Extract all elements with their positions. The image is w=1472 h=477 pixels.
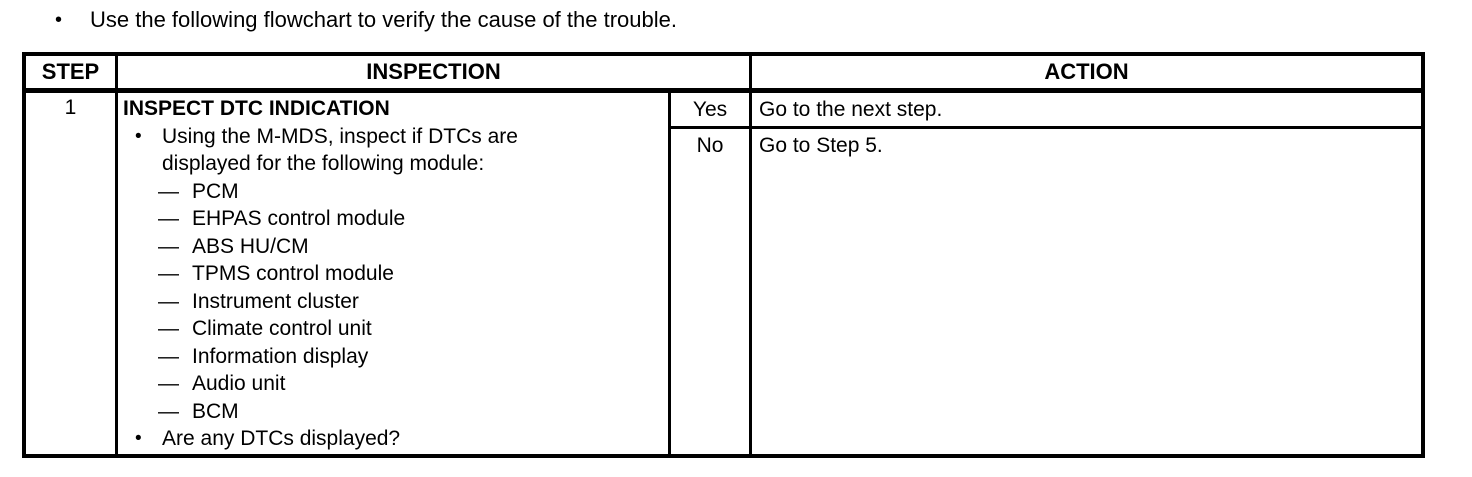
inspection-bullet-item: • Are any DTCs displayed? — [123, 425, 662, 453]
module-list-item: — PCM — [158, 178, 662, 206]
module-list-item: — BCM — [158, 398, 662, 426]
module-list-item: — Climate control unit — [158, 315, 662, 343]
module-list-item: — Instrument cluster — [158, 288, 662, 316]
table-header-row: STEP INSPECTION ACTION — [26, 56, 1421, 93]
manual-page: • Use the following flowchart to verify … — [0, 7, 1472, 477]
troubleshooting-table: STEP INSPECTION ACTION 1 INSPECT DTC IND… — [22, 52, 1425, 458]
dash-icon: — — [158, 234, 179, 258]
dash-icon: — — [158, 207, 179, 230]
dash-icon: — — [158, 262, 179, 285]
col-header-inspection: INSPECTION — [118, 56, 752, 88]
step-number: 1 — [26, 93, 118, 454]
bullet-icon: • — [135, 428, 142, 449]
inspection-question: Are any DTCs displayed? — [162, 427, 401, 450]
branches-section: Yes Go to the next step. No Go to Step 5… — [671, 93, 1421, 454]
branch-yes-label: Yes — [671, 93, 752, 126]
branch-no: No Go to Step 5. — [671, 129, 1421, 454]
dash-icon: — — [158, 317, 179, 340]
module-name: Climate control unit — [192, 317, 372, 340]
module-name: BCM — [192, 399, 239, 423]
bullet-icon: • — [55, 9, 63, 31]
module-name: EHPAS control module — [192, 207, 406, 230]
table-row: 1 INSPECT DTC INDICATION • Using the M-M… — [26, 93, 1421, 454]
module-name: TPMS control module — [192, 262, 394, 285]
module-list-item: — ABS HU/CM — [158, 233, 662, 261]
dash-icon: — — [158, 179, 179, 203]
module-list-item: — Audio unit — [158, 370, 662, 398]
inspection-instruction: Using the M-MDS, inspect if DTCs are dis… — [162, 124, 518, 176]
module-name: Instrument cluster — [192, 289, 359, 313]
module-name: Information display — [192, 344, 369, 368]
bullet-icon: • — [135, 125, 142, 147]
inspection-cell: INSPECT DTC INDICATION • Using the M-MDS… — [118, 93, 671, 454]
col-header-action: ACTION — [1044, 59, 1129, 84]
dash-icon: — — [158, 399, 179, 423]
module-name: ABS HU/CM — [192, 234, 309, 258]
module-list-item: — Information display — [158, 343, 662, 371]
dash-icon: — — [158, 344, 179, 368]
inspection-title: INSPECT DTC INDICATION — [123, 97, 390, 120]
branch-no-label: No — [671, 129, 752, 454]
intro-line: • Use the following flowchart to verify … — [55, 7, 1472, 33]
col-header-step: STEP — [26, 56, 118, 88]
branch-yes-action: Go to the next step. — [759, 98, 943, 121]
module-list-item: — EHPAS control module — [158, 205, 662, 233]
branch-no-action: Go to Step 5. — [759, 134, 883, 157]
branch-yes: Yes Go to the next step. — [671, 93, 1421, 129]
dash-icon: — — [158, 372, 179, 395]
module-name: PCM — [192, 179, 239, 203]
module-list-item: — TPMS control module — [158, 260, 662, 288]
dash-icon: — — [158, 289, 179, 313]
module-name: Audio unit — [192, 372, 286, 395]
intro-text: Use the following flowchart to verify th… — [90, 7, 677, 32]
inspection-bullet-item: • Using the M-MDS, inspect if DTCs are d… — [123, 123, 662, 178]
